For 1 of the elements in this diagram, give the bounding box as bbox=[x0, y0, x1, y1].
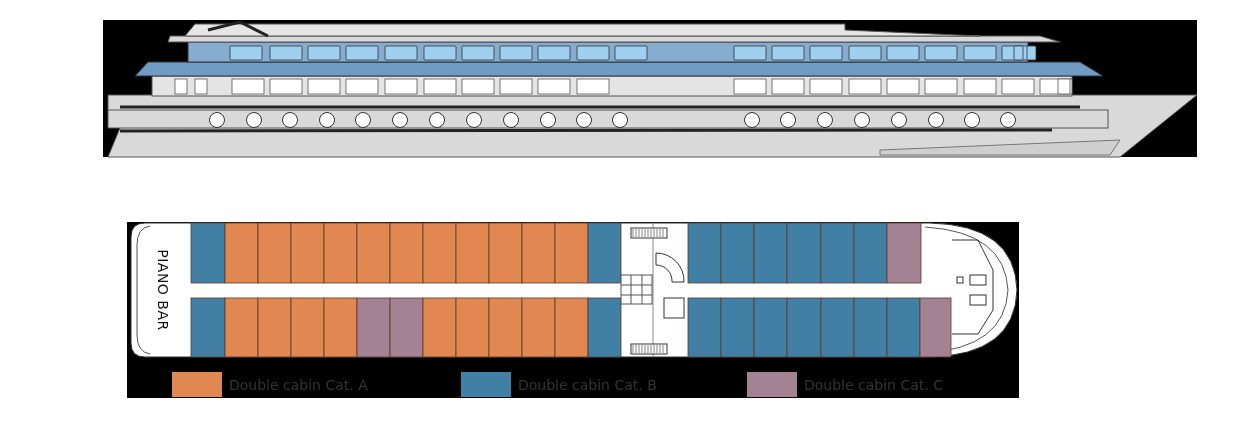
room-label: PIANO BAR bbox=[154, 249, 171, 331]
